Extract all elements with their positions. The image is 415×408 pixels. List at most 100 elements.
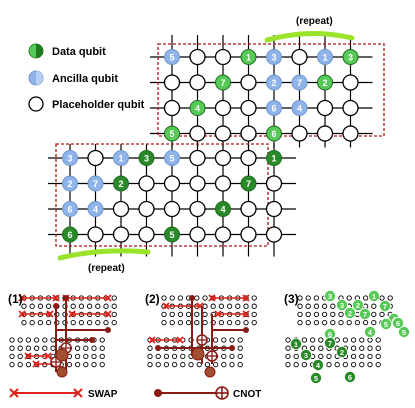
- placeholder-dot: [229, 337, 235, 343]
- swap-legend-label: SWAP: [88, 389, 118, 400]
- placeholder-dot: [171, 361, 178, 368]
- placeholder-dot: [180, 353, 186, 360]
- placeholder-dot: [29, 319, 35, 326]
- data-qubit: [240, 175, 257, 192]
- placeholder-dot: [202, 303, 208, 309]
- placeholder-dot: [91, 353, 97, 360]
- ancilla-qubit: [87, 175, 104, 192]
- legend-ancilla-icon: [28, 70, 44, 86]
- placeholder-dot: [37, 319, 44, 326]
- placeholder-dot: [237, 337, 243, 343]
- placeholder-dot: [111, 311, 117, 318]
- placeholder-dot: [251, 295, 257, 301]
- placeholder-dot: [297, 295, 303, 301]
- cnot-control-icon: [229, 345, 235, 351]
- placeholder-dot: [330, 319, 336, 326]
- placeholder-qubit: [189, 125, 206, 142]
- placeholder-dot: [375, 345, 381, 351]
- placeholder-dot: [251, 311, 257, 318]
- placeholder-dot: [293, 353, 299, 360]
- placeholder-dot: [350, 337, 357, 343]
- data-qubit: [343, 370, 356, 383]
- ancilla-qubit: [266, 49, 282, 65]
- data-qubit-label: 2: [118, 179, 123, 189]
- placeholder-dot: [25, 345, 32, 351]
- data-qubit-label: 6: [328, 330, 332, 339]
- placeholder-dot: [95, 319, 101, 326]
- placeholder-dot: [25, 361, 32, 368]
- cnot-legend: CNOT: [154, 386, 261, 400]
- placeholder-dot: [83, 345, 89, 351]
- swap-cross-icon: [242, 310, 250, 318]
- placeholder-dot: [350, 353, 357, 360]
- data-qubit: [164, 125, 180, 142]
- ancilla-qubit-label: 1: [322, 53, 327, 63]
- placeholder-qubit: [189, 74, 206, 91]
- placeholder-dot: [169, 295, 175, 301]
- data-qubit: [351, 298, 364, 311]
- placeholder-dot: [194, 311, 200, 318]
- placeholder-dot: [313, 319, 320, 326]
- placeholder-dot: [362, 319, 369, 326]
- data-qubit: [343, 306, 356, 319]
- placeholder-dot: [161, 311, 167, 318]
- data-qubit-label: 1: [271, 154, 276, 164]
- placeholder-dot: [147, 345, 153, 351]
- placeholder-dot: [155, 361, 161, 368]
- placeholder-dot: [45, 319, 52, 326]
- placeholder-qubit: [240, 99, 257, 117]
- placeholder-dot: [305, 319, 311, 326]
- placeholder-dot: [171, 353, 178, 360]
- placeholder-qubit: [342, 74, 359, 91]
- data-qubit-label: 3: [340, 301, 344, 310]
- placeholder-qubit: [189, 175, 206, 192]
- placeholder-dot: [194, 295, 200, 301]
- data-qubit-label: 4: [195, 104, 200, 114]
- placeholder-dot: [342, 361, 349, 368]
- placeholder-dot: [111, 303, 117, 309]
- swap-cross-icon: [9, 388, 83, 398]
- placeholder-dot: [86, 319, 93, 326]
- data-qubit-label: 5: [169, 230, 174, 240]
- placeholder-dot: [21, 303, 27, 309]
- placeholder-dot: [367, 361, 373, 368]
- swap-cross-icon: [176, 336, 184, 344]
- placeholder-dot: [9, 345, 15, 351]
- placeholder-dot: [17, 345, 23, 351]
- cnot-control-icon: [155, 345, 161, 351]
- panel-2: [147, 294, 257, 378]
- ancilla-qubit: [113, 150, 129, 166]
- placeholder-dot: [342, 337, 349, 343]
- data-qubit-label: 3: [144, 154, 149, 164]
- placeholder-dot: [321, 319, 328, 326]
- placeholder-qubit: [265, 200, 283, 218]
- data-qubit-label: 5: [169, 129, 174, 139]
- placeholder-dot: [210, 303, 216, 309]
- placeholder-dot: [37, 303, 44, 309]
- placeholder-dot: [91, 361, 97, 368]
- placeholder-dot: [371, 311, 377, 318]
- placeholder-dot: [334, 361, 340, 368]
- placeholder-dot: [318, 337, 324, 343]
- placeholder-qubit: [265, 175, 283, 192]
- ancilla-qubit-label: 1: [118, 154, 123, 164]
- placeholder-dot: [226, 303, 233, 309]
- merged-qubit: [55, 348, 69, 362]
- placeholder-dot: [221, 361, 227, 368]
- cnot-control-icon: [243, 327, 249, 333]
- data-qubit-label: 2: [340, 348, 344, 357]
- placeholder-dot: [169, 311, 175, 318]
- placeholder-dot: [9, 361, 15, 368]
- swap-cross-icon: [104, 310, 112, 318]
- placeholder-dot: [237, 345, 243, 351]
- swap-cross-icon: [52, 294, 60, 302]
- placeholder-dot: [359, 337, 365, 343]
- placeholder-dot: [313, 303, 320, 309]
- merged-qubit: [56, 366, 68, 378]
- placeholder-dot: [99, 353, 105, 360]
- placeholder-qubit: [87, 149, 104, 167]
- placeholder-dot: [45, 303, 52, 309]
- cnot-control-icon: [189, 295, 195, 301]
